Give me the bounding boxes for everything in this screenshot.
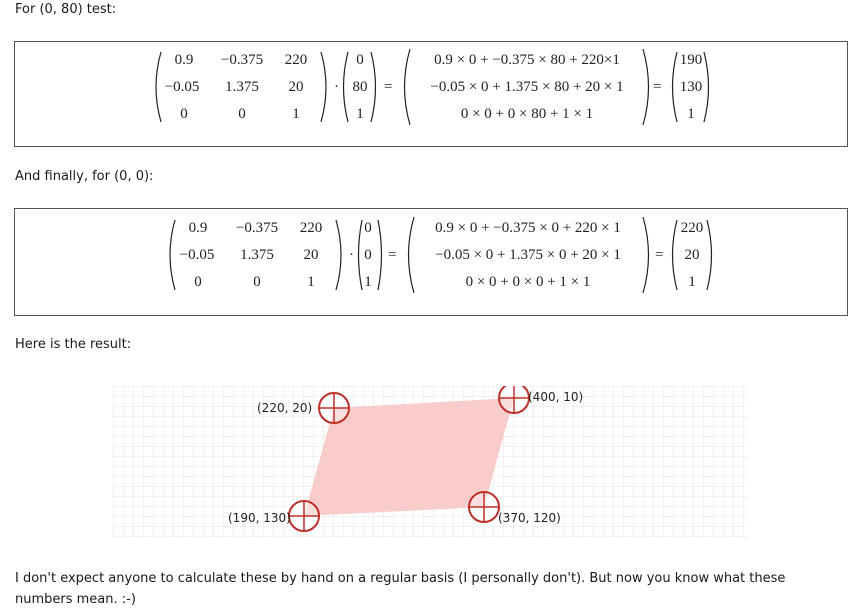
transformed-quad (304, 398, 514, 516)
point-label-400-10: (400, 10) (528, 390, 584, 404)
matrix-cell: 1 (307, 274, 315, 290)
result-cell: 1 (688, 274, 696, 290)
expansion-row: 0.9 × 0 + −0.375 × 0 + 220 × 1 (435, 220, 621, 236)
matrix-cell: −0.05 (179, 247, 215, 263)
point-label-190-130: (190, 130) (228, 511, 291, 525)
equals-operator: = (653, 79, 662, 95)
matrix-cell: 220 (284, 52, 308, 68)
expansion-right-paren (642, 48, 650, 126)
expansion-row: 0 × 0 + 0 × 0 + 1 × 1 (465, 274, 591, 290)
matrix-left-paren (169, 219, 176, 291)
crosshair-marker-icon (468, 491, 500, 523)
matrix-right-paren (320, 51, 327, 123)
matrix-cell: 20 (303, 247, 319, 263)
matrix-cell: 20 (288, 79, 304, 95)
result-right-paren (706, 219, 713, 291)
matrix-cell: −0.375 (220, 52, 264, 68)
crosshair-marker-icon (318, 392, 350, 424)
vector-cell: 1 (364, 274, 372, 290)
equation-1: 0.9 −0.375 220 −0.05 1.375 20 0 0 1 · 0 … (15, 42, 847, 146)
vector-cell: 1 (356, 106, 364, 122)
result-left-paren (671, 51, 678, 123)
matrix-cell: 0 (253, 274, 261, 290)
matrix-cell: 220 (299, 220, 323, 236)
expansion-row: 0 × 0 + 0 × 80 + 1 × 1 (460, 106, 594, 122)
matrix-cell: 0 (180, 106, 188, 122)
matrix-cell: 0.9 (174, 52, 194, 68)
grid-canvas (113, 382, 748, 538)
matrix-cell: 0 (238, 106, 246, 122)
vector-cell: 80 (352, 79, 368, 95)
equals-operator: = (388, 247, 397, 263)
transform-result-diagram: (220, 20) (400, 10) (370, 120) (190, 130… (113, 382, 748, 538)
matrix-cell: −0.375 (235, 220, 279, 236)
equation-box-2: 0.9 −0.375 220 −0.05 1.375 20 0 0 1 · 0 … (14, 208, 848, 316)
vector-left-paren (342, 51, 349, 123)
result-cell: 130 (679, 79, 703, 95)
matrix-cell: 1.375 (240, 247, 274, 263)
result-cell: 190 (679, 52, 703, 68)
matrix-cell: 0.9 (188, 220, 208, 236)
intro-result-text: Here is the result: (15, 337, 132, 352)
vector-cell: 0 (364, 247, 372, 263)
result-cell: 20 (684, 247, 700, 263)
crosshair-marker-icon (498, 382, 530, 414)
matrix-right-paren (335, 219, 342, 291)
matrix-cell: 1 (292, 106, 300, 122)
result-right-paren (703, 51, 710, 123)
matrix-cell: 0 (194, 274, 202, 290)
equals-operator: = (384, 79, 393, 95)
intro-test-text: For (0, 80) test: (15, 2, 117, 17)
outro-text: I don't expect anyone to calculate these… (15, 571, 786, 607)
intro-final-text: And finally, for (0, 0): (15, 169, 154, 184)
vector-left-paren (357, 219, 363, 291)
expansion-left-paren (407, 216, 415, 294)
dot-operator: · (349, 247, 354, 263)
equation-box-1: 0.9 −0.375 220 −0.05 1.375 20 0 0 1 · 0 … (14, 41, 848, 147)
vector-cell: 0 (356, 52, 364, 68)
result-left-paren (671, 219, 678, 291)
crosshair-marker-icon (288, 500, 320, 532)
expansion-row: −0.05 × 0 + 1.375 × 0 + 20 × 1 (435, 247, 621, 263)
dot-operator: · (334, 79, 339, 95)
expansion-right-paren (642, 216, 650, 294)
result-cell: 1 (687, 106, 695, 122)
point-label-220-20: (220, 20) (257, 401, 313, 415)
equation-2: 0.9 −0.375 220 −0.05 1.375 20 0 0 1 · 0 … (15, 209, 847, 315)
vector-cell: 0 (364, 220, 372, 236)
expansion-left-paren (403, 48, 411, 126)
equals-operator: = (655, 247, 664, 263)
vector-right-paren (370, 51, 377, 123)
matrix-left-paren (155, 51, 162, 123)
expansion-row: −0.05 × 0 + 1.375 × 80 + 20 × 1 (430, 79, 624, 95)
matrix-cell: −0.05 (164, 79, 200, 95)
matrix-cell: 1.375 (225, 79, 259, 95)
point-label-370-120: (370, 120) (498, 511, 561, 525)
vector-right-paren (377, 219, 383, 291)
result-cell: 220 (680, 220, 704, 236)
expansion-row: 0.9 × 0 + −0.375 × 80 + 220×1 (434, 52, 620, 68)
